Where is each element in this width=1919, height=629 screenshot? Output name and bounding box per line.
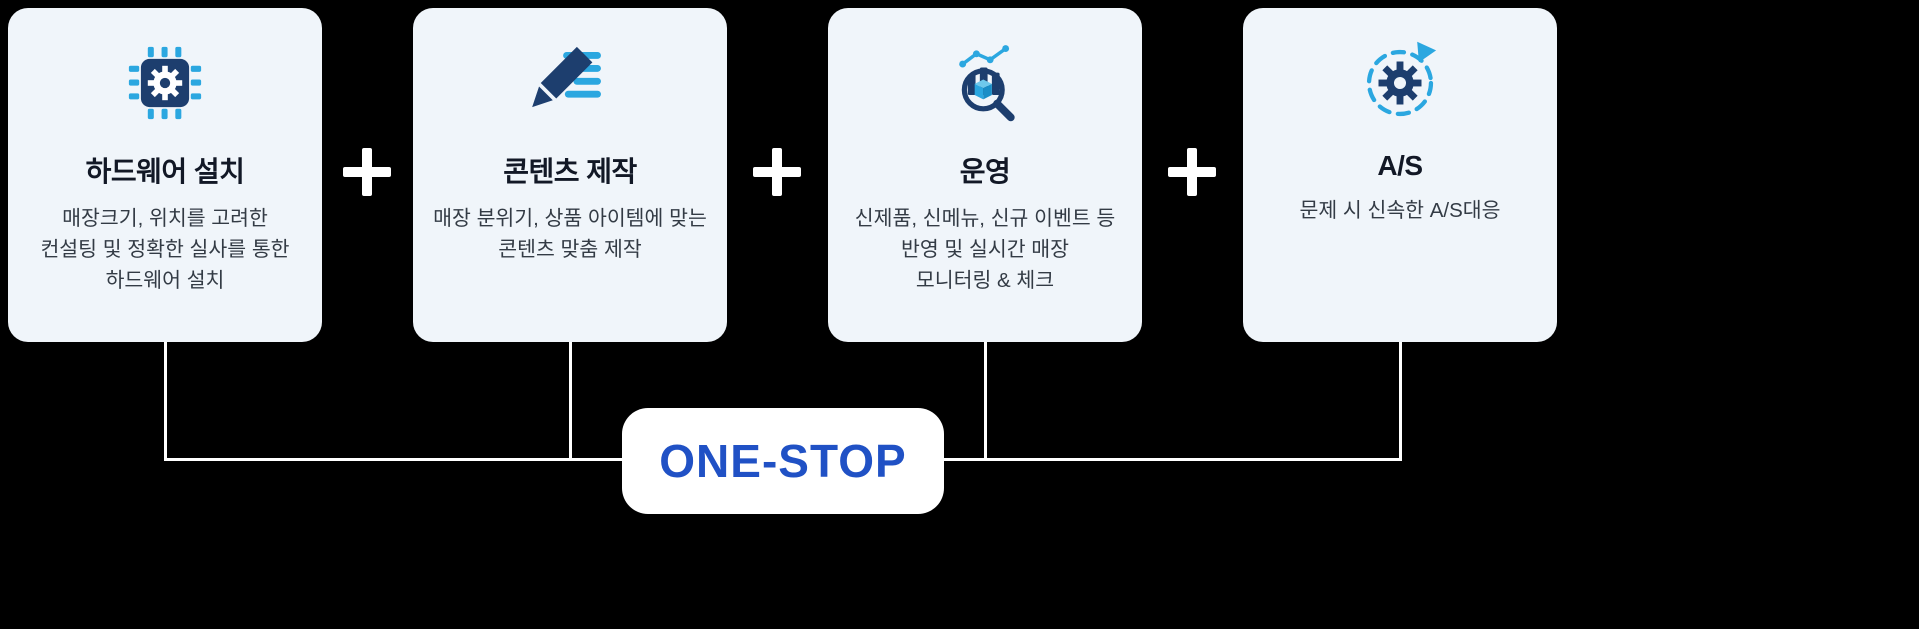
plus-icon [1168, 148, 1216, 196]
plus-icon [753, 148, 801, 196]
connector-line-vertical-3 [983, 342, 987, 461]
one-stop-label: ONE-STOP [659, 435, 907, 487]
card-title: A/S [1377, 150, 1423, 181]
chip-gear-icon [122, 40, 208, 126]
connector-line-vertical-2 [568, 342, 572, 461]
card-title: 하드웨어 설치 [85, 156, 245, 187]
gear-cycle-icon [1357, 40, 1443, 126]
card-description: 매장크기, 위치를 고려한 컨설팅 및 정확한 실사를 통한 하드웨어 설치 [40, 207, 290, 292]
card-content-production: 콘텐츠 제작 매장 분위기, 상품 아이템에 맞는 콘텐츠 맞춤 제작 [413, 8, 727, 342]
connector-line-vertical-1 [163, 342, 167, 461]
card-description: 문제 시 신속한 A/S대응 [1299, 199, 1501, 222]
card-hardware-install: 하드웨어 설치 매장크기, 위치를 고려한 컨설팅 및 정확한 실사를 통한 하… [8, 8, 322, 342]
card-as-support: A/S 문제 시 신속한 A/S대응 [1243, 8, 1557, 342]
card-title: 콘텐츠 제작 [503, 156, 637, 187]
analytics-magnifier-icon [942, 40, 1028, 126]
card-description: 신제품, 신메뉴, 신규 이벤트 등 반영 및 실시간 매장 모니터링 & 체크 [854, 207, 1116, 292]
one-stop-badge: ONE-STOP [622, 408, 944, 514]
connector-line-vertical-4 [1398, 342, 1402, 461]
plus-icon [343, 148, 391, 196]
card-title: 운영 [959, 156, 1011, 187]
card-description: 매장 분위기, 상품 아이템에 맞는 콘텐츠 맞춤 제작 [433, 207, 707, 261]
card-operation: 운영 신제품, 신메뉴, 신규 이벤트 등 반영 및 실시간 매장 모니터링 &… [828, 8, 1142, 342]
pen-content-icon [527, 40, 613, 126]
